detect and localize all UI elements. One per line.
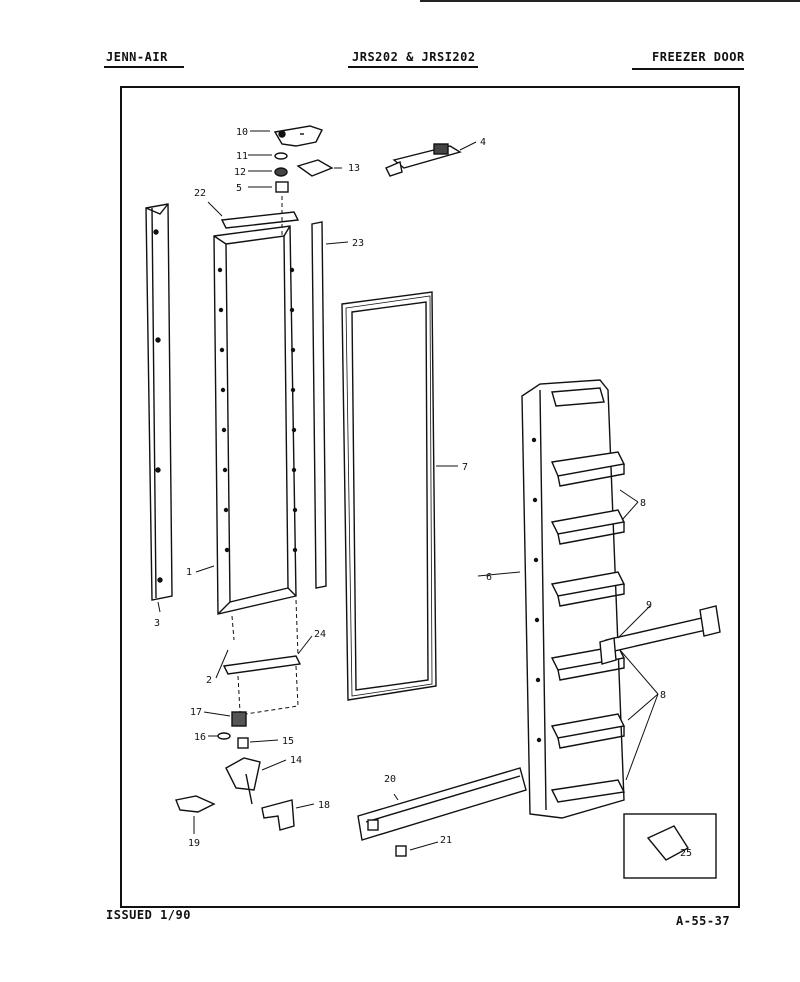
mounting-plate-part — [175, 795, 216, 813]
callout-19: 19 — [188, 838, 200, 849]
door-frame-part — [213, 225, 298, 615]
callout-12: 12 — [234, 167, 246, 178]
diagram-frame — [120, 86, 740, 908]
bottom-rail-part — [357, 767, 527, 841]
callout-14: 14 — [290, 755, 302, 766]
callout-11: 11 — [236, 151, 248, 162]
callout-3: 3 — [154, 618, 160, 629]
callout-8-upper: 8 — [640, 498, 646, 509]
inset-part — [646, 825, 689, 861]
leader-lines — [157, 130, 659, 851]
shelf-rail-part — [599, 605, 721, 665]
breaker-strip-part — [311, 221, 327, 589]
door-liner-part — [521, 379, 626, 819]
issued-date: ISSUED 1/90 — [106, 908, 191, 922]
callout-15: 15 — [282, 736, 294, 747]
clip-part — [395, 845, 407, 857]
cam-part — [231, 711, 247, 727]
section-label: FREEZER DOOR — [652, 50, 745, 64]
callout-10: 10 — [236, 127, 248, 138]
callout-23: 23 — [352, 238, 364, 249]
bushing-part — [275, 181, 289, 193]
top-trim-part — [220, 211, 300, 229]
callout-25: 25 — [680, 848, 692, 859]
callout-16: 16 — [194, 732, 206, 743]
bushing-part — [237, 737, 249, 749]
callout-8-lower: 8 — [660, 690, 666, 701]
callout-24: 24 — [314, 629, 326, 640]
callout-20: 20 — [384, 774, 396, 785]
shim-plate-part — [296, 159, 334, 177]
page-code: A-55-37 — [676, 914, 731, 928]
section-underline — [632, 68, 744, 70]
brand-underline — [104, 66, 184, 68]
washer-part — [274, 152, 288, 160]
model-label: JRS202 & JRSI202 — [352, 50, 476, 64]
assembly-guide-lines — [231, 196, 299, 715]
side-trim-part — [145, 203, 173, 601]
brand-label: JENN-AIR — [106, 50, 168, 64]
model-underline — [348, 66, 478, 68]
bracket-part — [261, 799, 295, 831]
top-hinge-part — [273, 125, 323, 147]
callout-1: 1 — [186, 567, 192, 578]
callout-17: 17 — [190, 707, 202, 718]
callout-13: 13 — [348, 163, 360, 174]
callout-4: 4 — [480, 137, 486, 148]
callout-5: 5 — [236, 183, 242, 194]
callout-labels: 10 11 12 5 13 4 22 23 3 1 7 6 8 9 8 2 24… — [154, 127, 692, 859]
callout-18: 18 — [318, 800, 330, 811]
callout-22: 22 — [194, 188, 206, 199]
latch-part — [385, 143, 462, 177]
callout-21: 21 — [440, 835, 452, 846]
callout-9: 9 — [646, 600, 652, 611]
bottom-trim-part — [222, 655, 302, 675]
callout-6: 6 — [486, 572, 492, 583]
callout-7: 7 — [462, 462, 468, 473]
door-gasket-part — [341, 291, 437, 701]
bottom-hinge-part — [225, 757, 261, 805]
washer-part — [217, 732, 231, 740]
top-rule — [420, 0, 800, 2]
nut-part — [274, 167, 288, 177]
callout-2: 2 — [206, 675, 212, 686]
